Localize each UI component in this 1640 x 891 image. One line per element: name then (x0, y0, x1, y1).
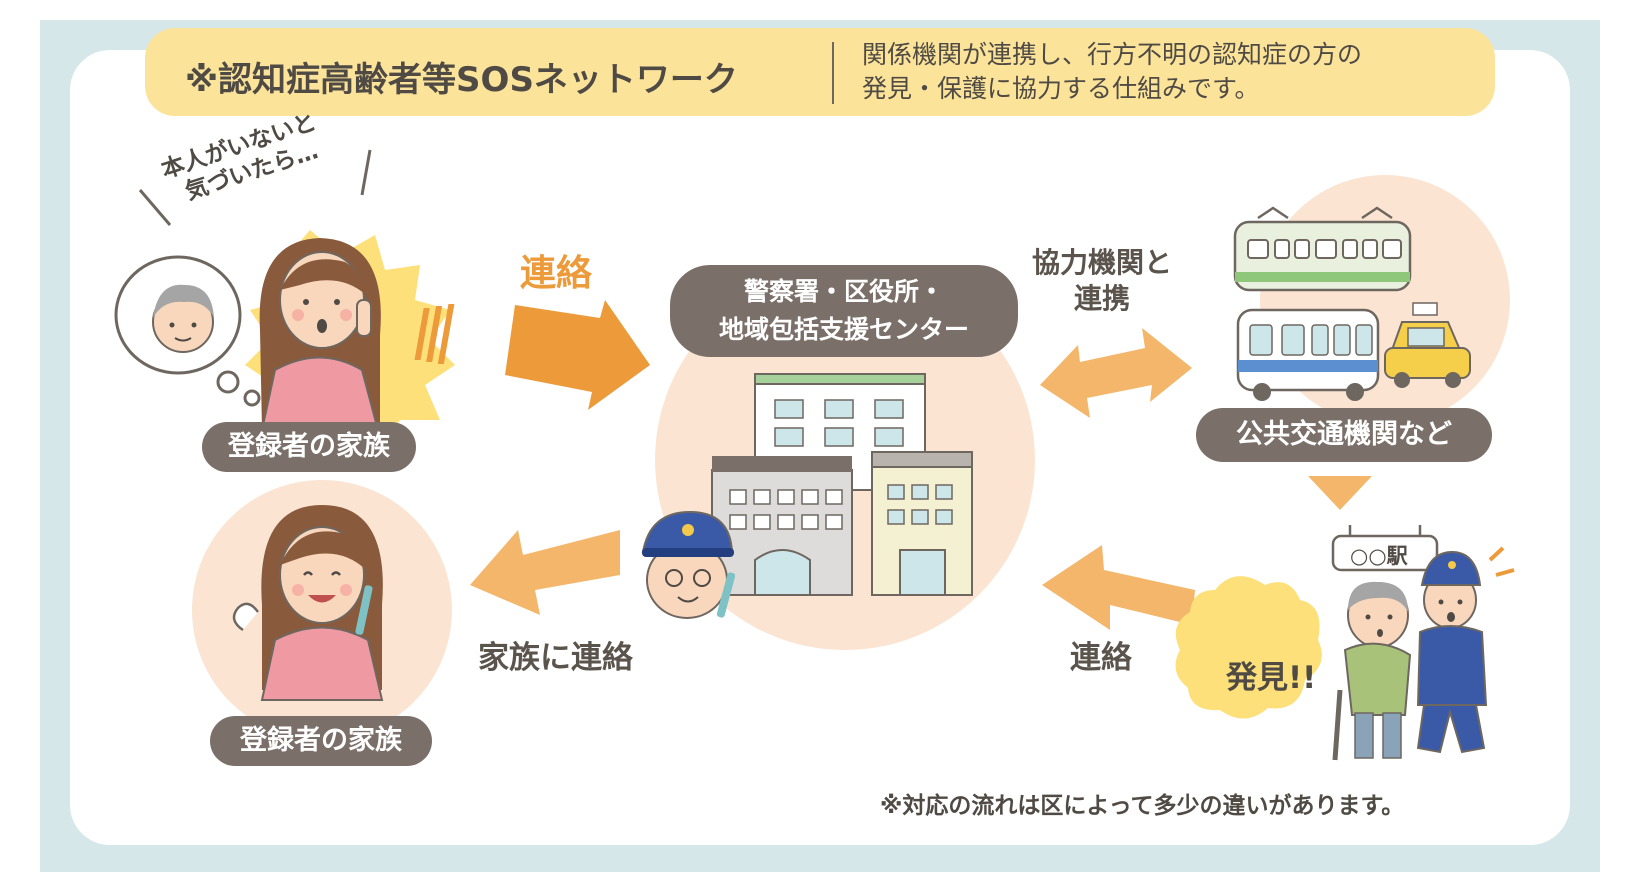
center-label-line2: 地域包括支援センター (718, 315, 969, 344)
contact-top-label: 連絡 (520, 253, 593, 294)
transport-label: 公共交通機関など (1196, 408, 1492, 462)
train-icon (1233, 206, 1412, 292)
family-bottom-woman-icon (232, 505, 384, 701)
found-text: 発見!! (1226, 660, 1317, 696)
cooperate-label: 協力機関と 連携 (1032, 245, 1172, 317)
header-description: 関係機関が連携し、行方不明の認知症の方の 発見・保護に協力する仕組みです。 (862, 38, 1362, 106)
family-top-label: 登録者の家族 (202, 422, 416, 472)
bus-icon (1236, 308, 1380, 401)
elderly-face-icon (152, 284, 214, 353)
contact-bottom-label: 連絡 (1070, 640, 1132, 676)
family-top-woman-icon (259, 238, 381, 431)
contact-arrow-bottom (1042, 545, 1195, 630)
cooperate-line2: 連携 (1074, 282, 1131, 315)
station-officer-icon (1416, 546, 1515, 754)
down-arrow-icon (1308, 476, 1372, 510)
elderly-man-icon (1332, 581, 1412, 761)
header-divider (832, 42, 834, 104)
dash-left (138, 189, 172, 226)
dash-right (360, 149, 372, 196)
header-desc-line1: 関係機関が連携し、行方不明の認知症の方の (862, 40, 1363, 69)
community-center-icon (871, 451, 973, 596)
found-burst (1175, 576, 1322, 719)
center-label-line1: 警察署・区役所・ (743, 277, 944, 306)
taxi-icon (1384, 302, 1471, 388)
header-title: ※認知症高齢者等SOSネットワーク (185, 60, 738, 100)
center-label: 警察署・区役所・ 地域包括支援センター (670, 265, 1018, 357)
cooperate-double-arrow (1040, 328, 1192, 418)
header-desc-line2: 発見・保護に協力する仕組みです。 (862, 74, 1260, 103)
police-officer-icon (641, 510, 736, 619)
family-contact-label: 家族に連絡 (478, 640, 633, 676)
footnote: ※対応の流れは区によって多少の違いがあります。 (880, 793, 1405, 819)
family-bottom-label: 登録者の家族 (210, 716, 432, 766)
station-sign-text: ○○駅 (1350, 544, 1408, 568)
family-contact-arrow (470, 530, 620, 615)
header-banner (145, 28, 1495, 116)
contact-arrow-top (414, 300, 650, 410)
station-sign-icon (1331, 525, 1439, 572)
cooperate-line1: 協力機関と (1032, 246, 1173, 279)
